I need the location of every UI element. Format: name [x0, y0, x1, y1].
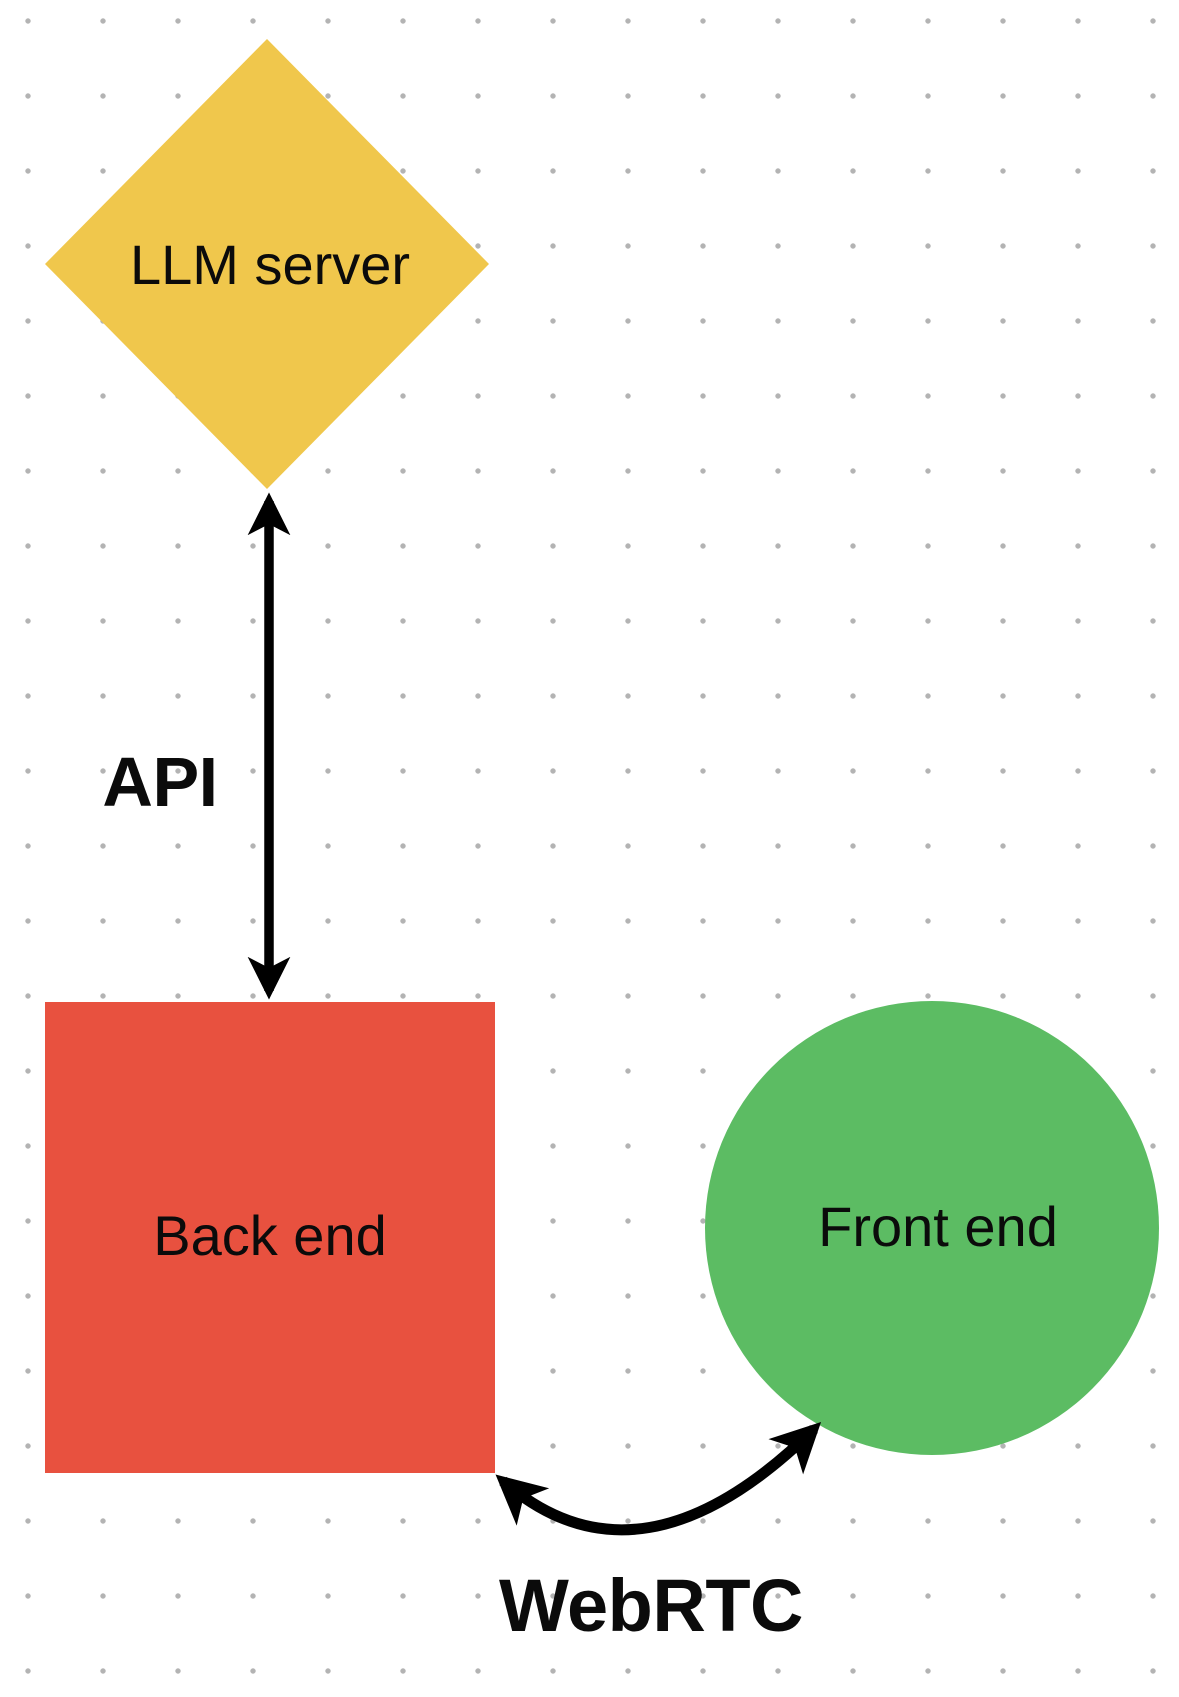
- front-end-circle-shape: [705, 1001, 1159, 1455]
- front-end-label: Front end: [818, 1195, 1058, 1258]
- webrtc-edge-label: WebRTC: [499, 1564, 803, 1647]
- llm-server-diamond-shape: [45, 39, 489, 489]
- api-edge-label: API: [102, 743, 218, 821]
- back-end-label: Back end: [153, 1204, 387, 1267]
- llm-server-label: LLM server: [129, 233, 411, 296]
- back-end-square-shape: [45, 1002, 495, 1473]
- webrtc-double-arrow: [495, 1422, 822, 1536]
